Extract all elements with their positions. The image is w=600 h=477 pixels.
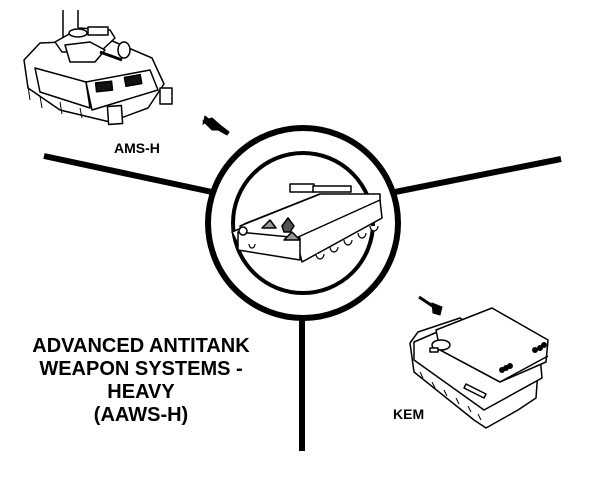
ams-h-missile-icon (202, 115, 230, 136)
diagram-title: ADVANCED ANTITANK WEAPON SYSTEMS - HEAVY… (10, 335, 272, 427)
kem-munition-icon (418, 295, 443, 316)
ams-h-vehicle-icon (23, 10, 173, 126)
title-line-3: HEAVY (107, 381, 175, 403)
ams-h-label: AMS-H (114, 140, 160, 156)
enemy-tank-icon (231, 183, 383, 263)
divider-line-right (394, 156, 562, 195)
title-line-1: ADVANCED ANTITANK (32, 335, 250, 357)
divider-line-left (43, 153, 213, 195)
kem-vehicle-icon (409, 307, 549, 429)
kem-label: KEM (393, 406, 425, 422)
title-line-4: (AAWS-H) (93, 404, 189, 426)
title-line-2: WEAPON SYSTEMS - (39, 358, 243, 380)
